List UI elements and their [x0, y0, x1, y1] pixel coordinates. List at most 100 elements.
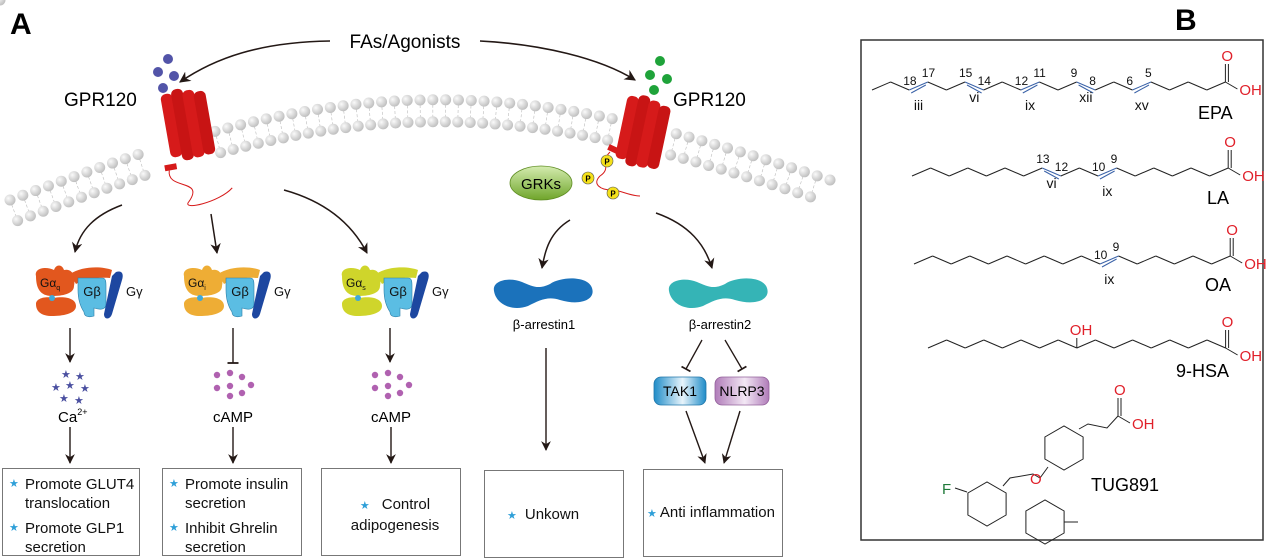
lipid-tail	[11, 204, 17, 217]
lipid-tail	[722, 152, 727, 165]
star-bullet-icon: ★	[647, 508, 657, 520]
lipid-head	[402, 116, 414, 128]
messenger-camp-2: cAMP	[371, 409, 411, 426]
messenger-calcium: Ca2+	[58, 407, 87, 426]
lipid-head	[414, 116, 426, 128]
outcome-item: ★Promote insulin secretion	[169, 476, 289, 512]
lipid-head	[235, 119, 247, 131]
lipid-head	[670, 128, 682, 140]
star-bullet-icon: ★	[507, 510, 517, 522]
arrow-nlrp3-to-box	[721, 410, 741, 464]
lipid-head	[824, 174, 836, 186]
lipid-head	[139, 169, 151, 181]
lipid-tail	[760, 164, 765, 177]
lipid-head	[760, 154, 772, 166]
lipid-head	[766, 179, 778, 191]
lipid-head	[126, 174, 138, 186]
lipid-head	[17, 189, 29, 201]
lipid-head	[427, 94, 439, 106]
lipid-head	[273, 110, 285, 122]
g-gamma-label: Gγ	[432, 284, 449, 299]
g-alpha-lower-domain	[342, 297, 382, 316]
lipid-head	[677, 152, 689, 164]
lipid-head	[747, 150, 759, 162]
lipid-head	[414, 94, 426, 106]
lipid-head	[388, 95, 400, 107]
lipid-tail	[241, 129, 245, 142]
beta-arrestin2-shape	[668, 278, 768, 309]
lipid-head	[504, 97, 516, 109]
lipid-head	[227, 143, 239, 155]
lipid-head	[290, 129, 302, 141]
beta-arrestin1-shape	[493, 278, 593, 309]
lipid-tail	[49, 190, 55, 202]
lipid-head	[683, 131, 695, 143]
lipid-tail	[709, 149, 714, 161]
lipid-head	[377, 118, 389, 130]
svg-text:★: ★	[65, 380, 75, 392]
lipid-head	[690, 156, 702, 168]
lipid-head	[568, 105, 580, 117]
svg-text:★: ★	[80, 383, 90, 395]
lipid-head	[94, 161, 106, 173]
outcome-item: ★Inhibit Ghrelin secretion	[169, 520, 278, 556]
lipid-tail	[735, 156, 740, 169]
inhibit-nlrp3	[724, 339, 747, 373]
lipid-head	[30, 185, 42, 197]
g-alpha-label: Gαi	[188, 276, 206, 292]
gdp-icon	[355, 295, 361, 301]
lipid-head	[517, 98, 528, 110]
g-beta-label: Gβ	[231, 284, 249, 299]
lipid-tail	[684, 141, 689, 154]
lipid-head	[286, 108, 298, 120]
lipid-head	[753, 175, 765, 187]
ligand-arrow-left	[179, 40, 331, 83]
g-alpha-lower-domain	[36, 297, 76, 316]
lipid-head	[581, 108, 593, 120]
lipid-head	[68, 171, 80, 183]
lipid-head	[352, 120, 364, 132]
lipid-head	[132, 148, 144, 160]
outcome-box-gai: ★Promote insulin secretion ★Inhibit Ghre…	[162, 468, 302, 556]
lipid-head	[464, 116, 476, 128]
lipid-head	[606, 113, 618, 125]
lipid-head	[722, 142, 733, 154]
svg-text:P: P	[604, 158, 610, 167]
lipid-head	[114, 178, 126, 190]
grks-enzyme	[509, 165, 573, 201]
lipid-tail	[317, 114, 321, 127]
phosphate-groups: P P P	[581, 154, 620, 200]
lipid-head	[709, 138, 721, 150]
lipid-head	[602, 134, 614, 146]
lipid-head	[265, 134, 277, 146]
lipid-tail	[557, 114, 561, 127]
lipid-head	[491, 96, 503, 108]
lipid-tail	[773, 168, 778, 180]
star-bullet-icon: ★	[9, 478, 19, 490]
lipid-head	[786, 162, 798, 174]
lipid-tail	[254, 126, 258, 139]
lipid-head	[452, 94, 464, 106]
lipid-head	[337, 100, 349, 112]
outcome-item: Unkown	[524, 506, 580, 523]
lipid-head	[542, 102, 554, 114]
lipid-head	[247, 116, 259, 128]
lipid-head	[12, 215, 24, 227]
lipid-tail	[470, 105, 472, 118]
lipid-head	[55, 175, 67, 187]
arrow-to-gas	[283, 189, 368, 254]
svg-text:P: P	[585, 175, 591, 184]
receptor-label-left: GPR120	[64, 90, 137, 111]
camp-molecules-gai	[213, 369, 255, 400]
lipid-head	[440, 94, 452, 106]
lipid-tail	[520, 109, 523, 122]
lipid-head	[390, 117, 402, 129]
lipid-tail	[570, 116, 574, 129]
lipid-head	[514, 120, 526, 132]
lipid-head	[101, 182, 113, 194]
lipid-head	[465, 94, 477, 106]
lipid-tail	[139, 159, 144, 171]
lipid-tail	[305, 116, 308, 129]
lipid-head	[315, 125, 327, 137]
